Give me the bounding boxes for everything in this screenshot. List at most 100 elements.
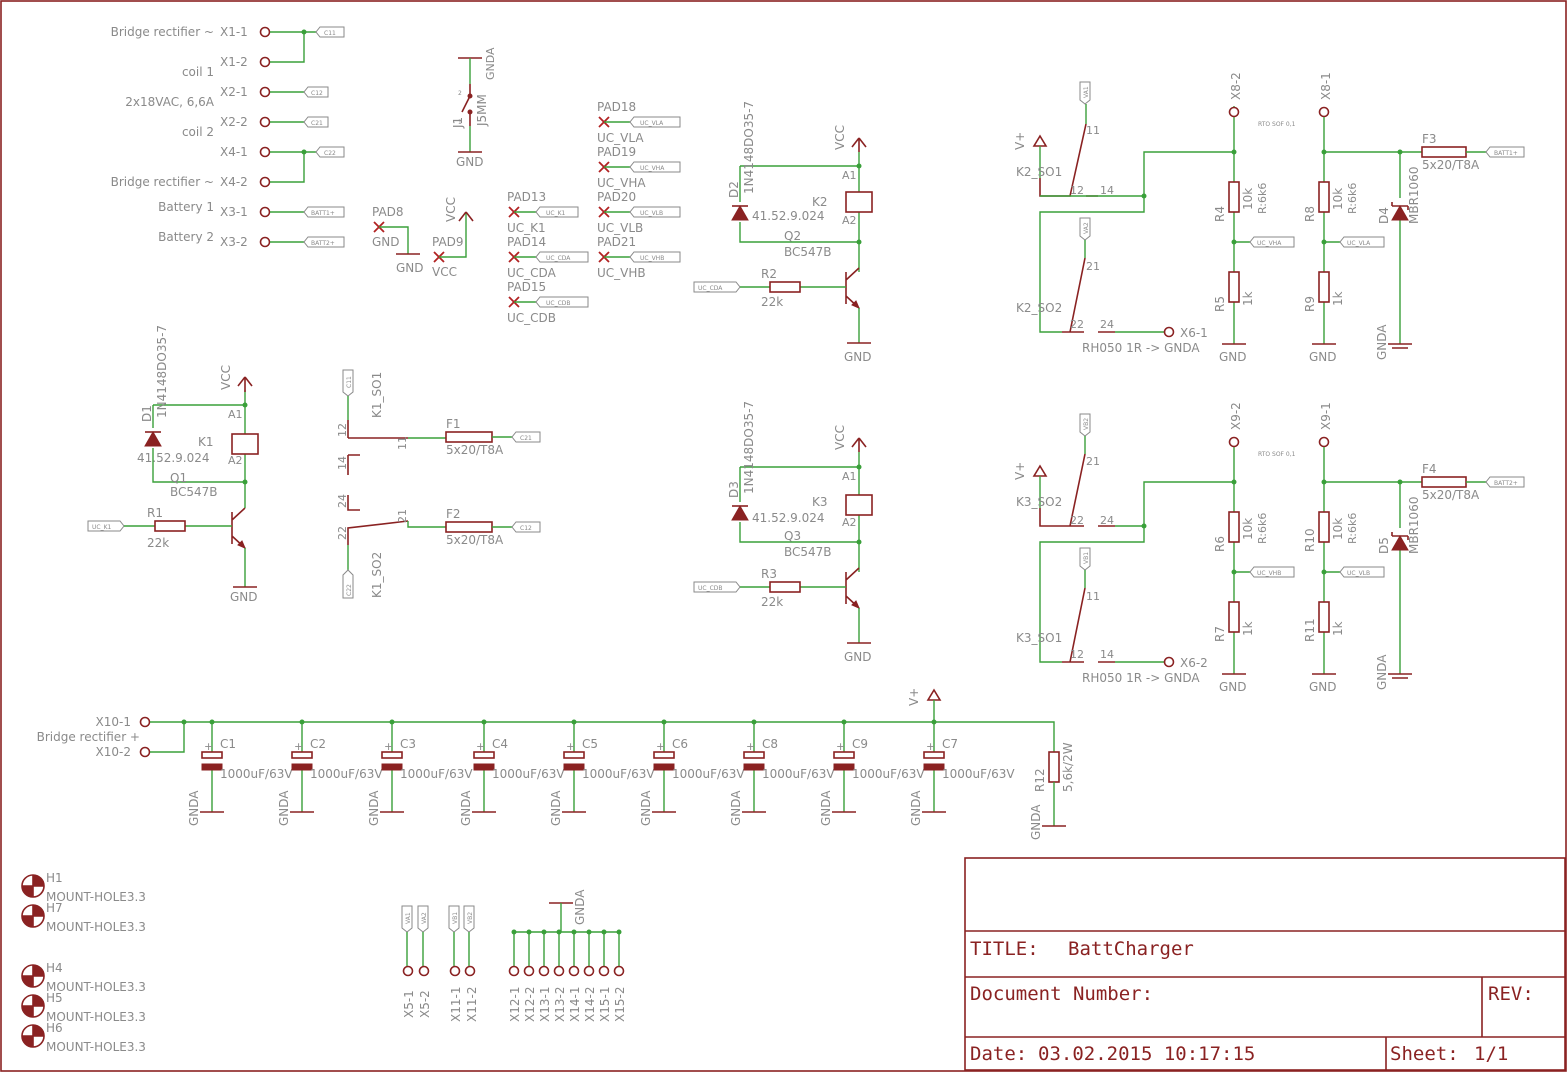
document-number-label: Document Number: xyxy=(970,983,1153,1005)
svg-text:R:6k6: R:6k6 xyxy=(1346,513,1359,544)
svg-text:PAD14: PAD14 xyxy=(507,235,546,249)
svg-text:12: 12 xyxy=(1070,648,1084,661)
gnd-pin: X14-1 xyxy=(568,929,582,1022)
k1-driver: VCC D1 1N4148DO35-7 K1 41.52.9.024 A1 A2… xyxy=(87,325,259,604)
svg-text:H7: H7 xyxy=(46,901,63,915)
svg-text:VB1: VB1 xyxy=(1083,552,1090,564)
gnd-pin: X15-2 xyxy=(613,929,627,1022)
capacitor-list: +C11000uF/63VGNDA+C21000uF/63VGNDA+C3100… xyxy=(187,719,1015,826)
x3-1-desc: Battery 1 xyxy=(158,200,214,214)
svg-text:VCC: VCC xyxy=(833,125,847,150)
gnd-pin: X12-2 xyxy=(523,929,537,1022)
svg-text:UC_CDB: UC_CDB xyxy=(507,311,556,325)
svg-text:22k: 22k xyxy=(761,595,783,609)
svg-text:UC_VLA: UC_VLA xyxy=(597,131,644,145)
svg-text:R11: R11 xyxy=(1303,618,1317,642)
svg-text:V+: V+ xyxy=(1013,132,1027,150)
svg-text:2: 2 xyxy=(458,90,462,97)
svg-text:K2: K2 xyxy=(812,195,828,209)
svg-text:1000uF/63V: 1000uF/63V xyxy=(942,767,1015,781)
bottom-connectors: VA1 VA2 X5-1 X5-2 VB1 VB2 X11-1 X11-2 GN… xyxy=(401,889,620,1022)
svg-text:5,6k/2W: 5,6k/2W xyxy=(1061,742,1075,792)
x2-1-label: X2-1 xyxy=(220,85,248,99)
svg-text:GND: GND xyxy=(844,650,872,664)
svg-text:12: 12 xyxy=(336,423,349,437)
svg-text:PAD19: PAD19 xyxy=(597,145,636,159)
svg-text:MOUNT-HOLE3.3: MOUNT-HOLE3.3 xyxy=(46,920,146,934)
svg-text:PAD21: PAD21 xyxy=(597,235,636,249)
svg-text:UC_VHA: UC_VHA xyxy=(597,176,646,190)
svg-text:Q1: Q1 xyxy=(170,471,187,485)
pads: PAD8 GND GND PAD9 VCC VCC PAD13 UC_K1 UC… xyxy=(372,100,681,325)
x4-2-label: X4-2 xyxy=(220,175,248,189)
svg-text:11: 11 xyxy=(1086,124,1100,137)
svg-text:X6-2: X6-2 xyxy=(1180,656,1208,670)
svg-text:UC_VHA: UC_VHA xyxy=(640,165,665,172)
svg-text:X10-1: X10-1 xyxy=(96,715,131,729)
svg-text:MOUNT-HOLE3.3: MOUNT-HOLE3.3 xyxy=(46,980,146,994)
svg-text:GNDA: GNDA xyxy=(729,790,743,826)
svg-text:R10: R10 xyxy=(1303,528,1317,552)
j1-value: J5MM xyxy=(475,94,489,127)
k1-coil xyxy=(231,433,259,455)
flag-c21: C21 xyxy=(311,120,323,127)
sheet-label: Sheet: xyxy=(1390,1043,1459,1065)
svg-text:41.52.9.024: 41.52.9.024 xyxy=(752,209,825,223)
svg-text:UC_VHB: UC_VHB xyxy=(640,255,664,262)
svg-text:11: 11 xyxy=(396,436,409,450)
svg-text:24: 24 xyxy=(1100,318,1114,331)
svg-text:1000uF/63V: 1000uF/63V xyxy=(220,767,293,781)
svg-text:1N4148DO35-7: 1N4148DO35-7 xyxy=(155,325,169,418)
svg-text:X5-1: X5-1 xyxy=(402,990,416,1018)
title-label: TITLE: xyxy=(970,938,1039,960)
svg-text:22: 22 xyxy=(1070,514,1084,527)
svg-text:K1: K1 xyxy=(198,435,214,449)
svg-text:5x20/T8A: 5x20/T8A xyxy=(446,533,504,547)
svg-text:PAD20: PAD20 xyxy=(597,190,636,204)
svg-text:K3_SO1: K3_SO1 xyxy=(1016,631,1062,645)
x2-2-terminal xyxy=(259,116,271,128)
svg-text:GNDA: GNDA xyxy=(459,790,473,826)
svg-text:X15-2: X15-2 xyxy=(613,987,627,1022)
x1-1-label: X1-1 xyxy=(220,25,248,39)
jumper-j1: GNDA J1 J5MM 2 1 GND xyxy=(451,47,497,169)
svg-text:BC547B: BC547B xyxy=(784,245,832,259)
svg-text:VCC: VCC xyxy=(833,425,847,450)
x4-1-terminal xyxy=(259,146,271,158)
svg-text:R8: R8 xyxy=(1303,206,1317,222)
svg-text:1k: 1k xyxy=(1331,621,1345,636)
svg-text:UC_VLA: UC_VLA xyxy=(640,120,664,127)
svg-text:VCC: VCC xyxy=(444,197,458,222)
svg-text:21: 21 xyxy=(396,509,409,523)
svg-text:+: + xyxy=(384,740,393,753)
svg-text:+: + xyxy=(836,740,845,753)
svg-text:BATT1+: BATT1+ xyxy=(1494,150,1518,157)
svg-text:MBR1060: MBR1060 xyxy=(1407,497,1421,554)
k1-switch: C11 K1_SO1 12 14 11 F1 5x20/T8A C21 24 2… xyxy=(336,369,541,599)
svg-text:R7: R7 xyxy=(1213,626,1227,642)
svg-text:BATT2+: BATT2+ xyxy=(1494,480,1518,487)
svg-text:UC_CDA: UC_CDA xyxy=(698,285,723,292)
svg-text:+: + xyxy=(926,740,935,753)
x3-2-desc: Battery 2 xyxy=(158,230,214,244)
svg-text:41.52.9.024: 41.52.9.024 xyxy=(137,451,210,465)
svg-text:X13-2: X13-2 xyxy=(553,987,567,1022)
svg-text:A2: A2 xyxy=(842,214,857,227)
svg-text:UC_VHB: UC_VHB xyxy=(597,266,646,280)
svg-text:X9-1: X9-1 xyxy=(1319,402,1333,430)
date-value: 03.02.2015 10:17:15 xyxy=(1038,1043,1255,1065)
sheet-value: 1/1 xyxy=(1474,1043,1508,1065)
svg-text:11: 11 xyxy=(1086,590,1100,603)
svg-text:X15-1: X15-1 xyxy=(598,987,612,1022)
svg-text:K3: K3 xyxy=(812,495,828,509)
flag-c22: C22 xyxy=(324,150,336,157)
svg-text:D1: D1 xyxy=(140,405,154,422)
svg-text:GNDA: GNDA xyxy=(573,889,587,925)
svg-text:K2_SO1: K2_SO1 xyxy=(1016,165,1062,179)
svg-text:X14-1: X14-1 xyxy=(568,987,582,1022)
svg-text:GNDA: GNDA xyxy=(1375,324,1389,360)
svg-text:+: + xyxy=(204,740,213,753)
